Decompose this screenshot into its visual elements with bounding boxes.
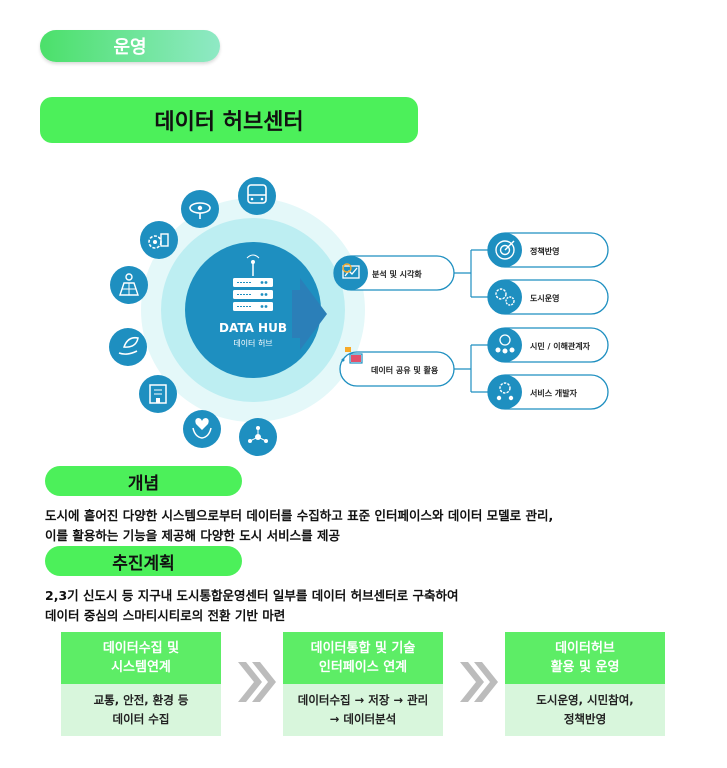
- page-title: 데이터 허브센터: [154, 110, 304, 135]
- branch-connectors: [454, 249, 488, 393]
- step-1: 데이터수집 및 시스템연계 교통, 안전, 환경 등 데이터 수집: [61, 632, 221, 736]
- step-2-body-line-2: → 데이터분석: [329, 712, 397, 726]
- branch-analysis-label: 분석 및 시각화: [372, 269, 422, 279]
- leaf-policy-label: 정책반영: [530, 246, 559, 256]
- step-1-body-line-1: 교통, 안전, 환경 등: [93, 693, 189, 707]
- step-3: 데이터허브 활용 및 운영 도시운영, 시민참여, 정책반영: [505, 632, 665, 736]
- step-2-head-line-2: 인터페이스 연계: [318, 660, 408, 675]
- step-3-head-line-1: 데이터허브: [555, 641, 615, 656]
- step-1-body-line-2: 데이터 수집: [112, 712, 170, 726]
- step-3-body: 도시운영, 시민참여, 정책반영: [505, 684, 665, 736]
- section-label-pill: 운영: [40, 30, 220, 62]
- plan-heading: 추진계획: [112, 553, 175, 574]
- leaf-developers: 서비스 개발자: [487, 374, 609, 410]
- step-1-body: 교통, 안전, 환경 등 데이터 수집: [61, 684, 221, 736]
- target-icon: [495, 240, 515, 260]
- page-title-bar: 데이터 허브센터: [40, 97, 418, 143]
- developer-gear-icon: [499, 382, 511, 394]
- step-1-head: 데이터수집 및 시스템연계: [61, 632, 221, 684]
- leaf-citizens: 시민 / 이해관계자: [487, 327, 609, 363]
- step-2-head-line-1: 데이터통합 및 기술: [310, 641, 416, 656]
- server-icon: [233, 278, 273, 311]
- antenna-icon: [246, 254, 260, 276]
- leaf-city-ops: 도시운영: [487, 279, 609, 315]
- hub-title: DATA HUB: [219, 321, 287, 335]
- bus-icon: [238, 177, 276, 215]
- step-1-head-line-2: 시스템연계: [111, 660, 171, 675]
- concept-heading-pill: 개념: [45, 466, 242, 496]
- leaf-policy: 정책반영: [487, 232, 609, 268]
- sharing-screen-icon: [345, 347, 351, 352]
- building-icon: [139, 375, 177, 413]
- step-2-head: 데이터통합 및 기술 인터페이스 연계: [283, 632, 443, 684]
- solar-panel-icon: [110, 266, 148, 304]
- step-3-body-line-1: 도시운영, 시민참여,: [536, 693, 634, 707]
- network-icon: [239, 418, 277, 456]
- step-3-head: 데이터허브 활용 및 운영: [505, 632, 665, 684]
- step-2-body: 데이터수집 → 저장 → 관리 → 데이터분석: [283, 684, 443, 736]
- section-label: 운영: [113, 37, 147, 58]
- gears-icon: [495, 288, 507, 300]
- step-1-head-line-1: 데이터수집 및: [102, 641, 180, 656]
- plan-heading-pill: 추진계획: [45, 546, 242, 576]
- data-hub-diagram: DATA HUB 데이터 허브: [109, 177, 609, 456]
- hand-leaf-icon: [109, 328, 147, 366]
- chevron-right-icon: [460, 662, 498, 702]
- plan-line-1: 2,3기 신도시 등 지구내 도시통합운영센터 일부를 데이터 허브센터로 구축…: [45, 588, 459, 603]
- leaf-citizens-label: 시민 / 이해관계자: [530, 341, 591, 351]
- branch-analysis: 분석 및 시각화: [333, 255, 455, 291]
- chevron-right-icon: [238, 662, 276, 702]
- concept-line-1: 도시에 흩어진 다양한 시스템으로부터 데이터를 수집하고 표준 인터페이스와 …: [45, 508, 554, 523]
- hub-arrow: [292, 278, 327, 350]
- step-2-body-line-1: 데이터수집 → 저장 → 관리: [297, 693, 429, 707]
- leaf-developers-label: 서비스 개발자: [530, 388, 578, 398]
- plan-line-2: 데이터 중심의 스마티시티로의 전환 기반 마련: [45, 608, 286, 623]
- branch-sharing-label: 데이터 공유 및 활용: [371, 365, 439, 375]
- branch-sharing: 데이터 공유 및 활용: [339, 347, 455, 387]
- concept-heading: 개념: [127, 473, 160, 494]
- hub-subtitle: 데이터 허브: [233, 338, 272, 348]
- leaf-city-ops-label: 도시운영: [530, 293, 559, 303]
- step-2: 데이터통합 및 기술 인터페이스 연계 데이터수집 → 저장 → 관리 → 데이…: [283, 632, 443, 736]
- cctv-icon: [181, 190, 219, 228]
- concept-line-2: 이를 활용하는 기능을 제공해 다양한 도시 서비스를 제공: [45, 528, 340, 543]
- step-3-head-line-2: 활용 및 운영: [550, 660, 620, 675]
- hands-heart-icon: [183, 410, 221, 448]
- people-icon: [499, 334, 511, 346]
- step-3-body-line-2: 정책반영: [563, 712, 607, 726]
- factory-gear-icon: [140, 221, 178, 259]
